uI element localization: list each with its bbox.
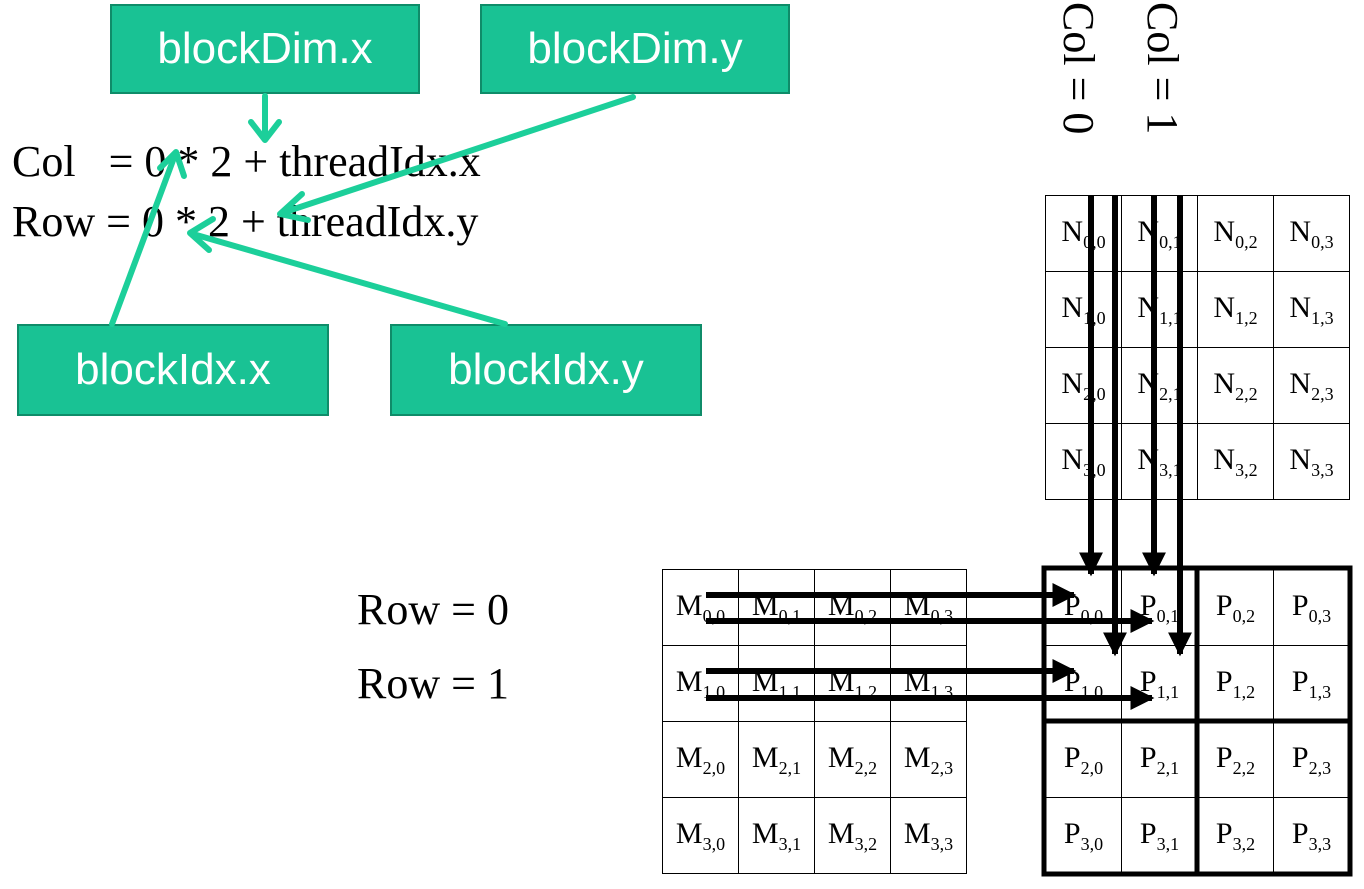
matrix-n-cell-0-3: N0,3 [1273, 195, 1350, 272]
matrix-m-cell-1-0: M1,0 [662, 645, 739, 722]
blockdim-x-box: blockDim.x [110, 4, 420, 94]
matrix-p-cell-2-1: P2,1 [1121, 721, 1198, 798]
matrix-p-cell-1-2: P1,2 [1197, 645, 1274, 722]
blockdim-x-label: blockDim.x [157, 24, 373, 73]
blockdim-y-label: blockDim.y [527, 24, 743, 73]
matrix-n-cell-0-0: N0,0 [1045, 195, 1122, 272]
row-equation: Row = 0 * 2 + threadIdx.y [12, 197, 479, 246]
row-0-label: Row = 0 [357, 585, 509, 634]
matrix-n-cell-2-1: N2,1 [1121, 347, 1198, 424]
matrix-p-cell-3-0: P3,0 [1045, 797, 1122, 874]
matrix-m-cell-2-0: M2,0 [662, 721, 739, 798]
matrix-m-cell-2-2: M2,2 [814, 721, 891, 798]
blockdim-y-box: blockDim.y [480, 4, 790, 94]
matrix-n-cell-1-0: N1,0 [1045, 271, 1122, 348]
matrix-m-cell-0-0: M0,0 [662, 569, 739, 646]
col-0-label: Col = 0 [1054, 2, 1103, 135]
matrix-n-cell-1-2: N1,2 [1197, 271, 1274, 348]
matrix-p-cell-2-3: P2,3 [1273, 721, 1350, 798]
matrix-n-cell-3-0: N3,0 [1045, 423, 1122, 500]
col-1-label: Col = 1 [1138, 2, 1187, 135]
matrix-n-cell-3-3: N3,3 [1273, 423, 1350, 500]
matrix-m-cell-0-2: M0,2 [814, 569, 891, 646]
matrix-n-cell-0-2: N0,2 [1197, 195, 1274, 272]
matrix-p-cell-1-0: P1,0 [1045, 645, 1122, 722]
matrix-n-cell-3-2: N3,2 [1197, 423, 1274, 500]
matrix-m-cell-1-2: M1,2 [814, 645, 891, 722]
matrix-n-cell-2-0: N2,0 [1045, 347, 1122, 424]
matrix-p-cell-2-2: P2,2 [1197, 721, 1274, 798]
matrix-m-cell-1-1: M1,1 [738, 645, 815, 722]
matrix-m-cell-3-1: M3,1 [738, 797, 815, 874]
matrix-m-cell-2-3: M2,3 [890, 721, 967, 798]
matrix-p-cell-2-0: P2,0 [1045, 721, 1122, 798]
blockidx-x-label: blockIdx.x [75, 345, 271, 394]
matrix-m-cell-0-3: M0,3 [890, 569, 967, 646]
matrix-p-cell-0-2: P0,2 [1197, 569, 1274, 646]
matrix-p-cell-3-1: P3,1 [1121, 797, 1198, 874]
matrix-n-cell-1-1: N1,1 [1121, 271, 1198, 348]
matrix-m-cell-0-1: M0,1 [738, 569, 815, 646]
matrix-p-cell-3-3: P3,3 [1273, 797, 1350, 874]
matrix-n-cell-3-1: N3,1 [1121, 423, 1198, 500]
matrix-m-cell-3-2: M3,2 [814, 797, 891, 874]
col-equation: Col = 0 * 2 + threadIdx.x [12, 137, 481, 186]
matrix-m-cell-1-3: M1,3 [890, 645, 967, 722]
matrix-p-cell-0-0: P0,0 [1045, 569, 1122, 646]
matrix-n-cell-2-2: N2,2 [1197, 347, 1274, 424]
matrix-m-cell-3-0: M3,0 [662, 797, 739, 874]
matrix-m-cell-3-3: M3,3 [890, 797, 967, 874]
matrix-n-cell-0-1: N0,1 [1121, 195, 1198, 272]
row-1-label: Row = 1 [357, 659, 509, 708]
connector-blockidx-y [190, 231, 508, 327]
matrix-p-cell-3-2: P3,2 [1197, 797, 1274, 874]
matrix-p-cell-1-1: P1,1 [1121, 645, 1198, 722]
blockidx-y-box: blockIdx.y [390, 324, 702, 416]
matrix-p-cell-1-3: P1,3 [1273, 645, 1350, 722]
matrix-p-cell-0-1: P0,1 [1121, 569, 1198, 646]
matrix-m-cell-2-1: M2,1 [738, 721, 815, 798]
blockidx-x-box: blockIdx.x [17, 324, 329, 416]
matrix-n-cell-2-3: N2,3 [1273, 347, 1350, 424]
blockidx-y-label: blockIdx.y [448, 345, 644, 394]
matrix-p-cell-0-3: P0,3 [1273, 569, 1350, 646]
matrix-n-cell-1-3: N1,3 [1273, 271, 1350, 348]
